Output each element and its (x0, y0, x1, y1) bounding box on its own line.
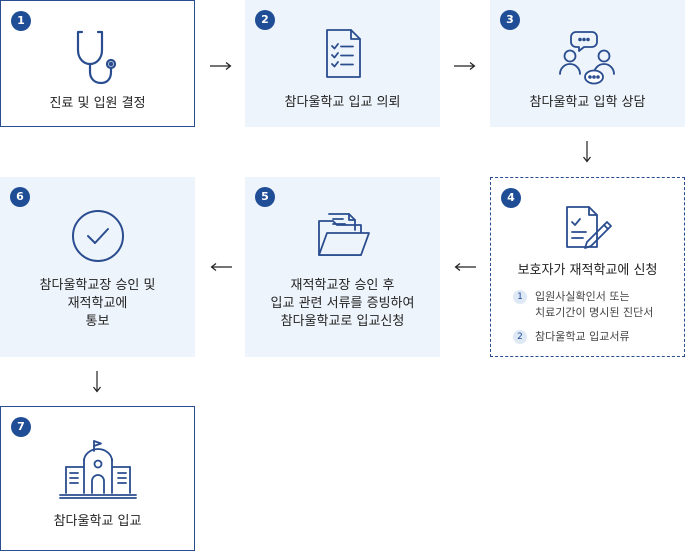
arrow-down-icon (93, 371, 101, 393)
step-7-label: 참다울학교 입교 (53, 514, 142, 529)
step-5-label: 재적학교장 승인 후 입교 관련 서류를 증빙하여 참다울학교로 입교신청 (245, 277, 440, 331)
step-number-badge: 4 (501, 188, 521, 208)
step-3-label: 참다울학교 입학 상담 (529, 95, 646, 110)
label-line: 입교 관련 서류를 증빙하여 (270, 296, 415, 311)
step-4-sub-list: 1 입원사실확인서 또는 치료기간이 명시된 진단서 2 참다울학교 입교서류 (513, 289, 676, 353)
arrow-down-icon (583, 141, 591, 163)
arrow-right-icon (454, 62, 476, 70)
sub-item-number: 2 (513, 330, 527, 344)
list-item: 1 입원사실확인서 또는 치료기간이 명시된 진단서 (513, 289, 676, 321)
sub-item-line: 치료기간이 명시된 진단서 (535, 306, 654, 319)
step-1-box: 1 진료 및 입원 결정 (0, 0, 195, 127)
step-2-box: 2 참다울학교 입교 의뢰 (245, 0, 440, 127)
step-1-label: 진료 및 입원 결정 (49, 96, 146, 111)
step-4-box: 4 보호자가 재적학교에 신청 1 입원사실확인서 또는 치료기간이 명시된 진… (490, 177, 685, 357)
step-number-badge: 2 (255, 10, 275, 30)
label-line: 참다울학교로 입교신청 (280, 314, 405, 329)
sub-item-line: 참다울학교 입교서류 (535, 330, 630, 343)
sub-item-line: 입원사실확인서 또는 (535, 290, 630, 303)
arrow-left-icon (454, 263, 476, 271)
check-circle-icon (71, 210, 124, 262)
arrow-right-icon (210, 62, 232, 70)
label-line: 재적학교장 승인 후 (290, 278, 395, 293)
label-line: 재적학교에 (67, 296, 128, 311)
step-2-label: 참다울학교 입교 의뢰 (284, 95, 401, 110)
sub-item-text: 참다울학교 입교서류 (535, 329, 630, 345)
stethoscope-icon (76, 30, 116, 85)
step-number-badge: 5 (255, 187, 275, 207)
step-7-box: 7 참다울학교 입교 (0, 406, 195, 551)
folder-icon (317, 213, 370, 256)
step-6-box: 6 참다울학교장 승인 및 재적학교에 통보 (0, 177, 195, 357)
step-5-box: 5 재적학교장 승인 후 입교 관련 서류를 증빙하여 참다울학교로 입교신청 (245, 177, 440, 357)
step-3-box: 3 참다울학교 입학 상담 (490, 0, 685, 127)
step-number-badge: 6 (10, 187, 30, 207)
sub-item-text: 입원사실확인서 또는 치료기간이 명시된 진단서 (535, 289, 653, 321)
list-item: 2 참다울학교 입교서류 (513, 329, 676, 345)
consultation-icon (558, 31, 615, 85)
label-line: 통보 (85, 314, 110, 329)
step-number-badge: 7 (11, 417, 31, 437)
step-number-badge: 1 (11, 11, 31, 31)
application-form-icon (565, 206, 612, 249)
step-number-badge: 3 (500, 10, 520, 30)
label-line: 참다울학교장 승인 및 (39, 278, 156, 293)
sub-item-number: 1 (513, 290, 527, 304)
step-4-label: 보호자가 재적학교에 신청 (517, 263, 658, 278)
step-6-label: 참다울학교장 승인 및 재적학교에 통보 (0, 277, 195, 331)
arrow-left-icon (210, 263, 232, 271)
checklist-icon (325, 29, 361, 78)
school-icon (58, 440, 137, 499)
